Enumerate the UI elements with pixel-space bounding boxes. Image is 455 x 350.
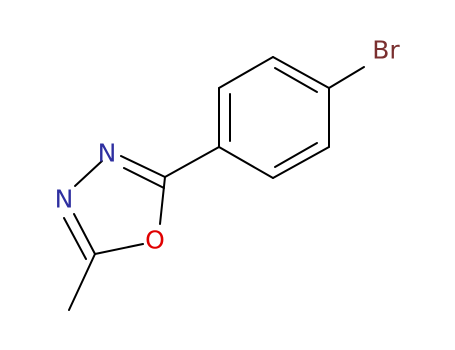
bond: [218, 146, 274, 179]
bonds: [63, 56, 365, 311]
bond: [159, 176, 166, 225]
bond: [328, 66, 365, 89]
bond: [272, 56, 330, 89]
atom-bromine: Br: [372, 36, 400, 65]
bond: [73, 213, 96, 255]
atom-nitrogen: N: [98, 139, 117, 168]
bond: [94, 243, 144, 255]
bond: [272, 146, 330, 179]
atom-oxygen: O: [145, 226, 165, 255]
atom-nitrogen: N: [55, 185, 74, 214]
bond: [63, 217, 87, 260]
bond: [218, 56, 274, 89]
bond: [123, 167, 165, 189]
atom-labels: Br N N O: [55, 36, 401, 255]
bond: [164, 146, 220, 178]
bond: [274, 142, 318, 168]
bond: [74, 160, 103, 187]
bond: [68, 253, 96, 311]
bond: [274, 67, 318, 93]
bond: [120, 155, 166, 178]
